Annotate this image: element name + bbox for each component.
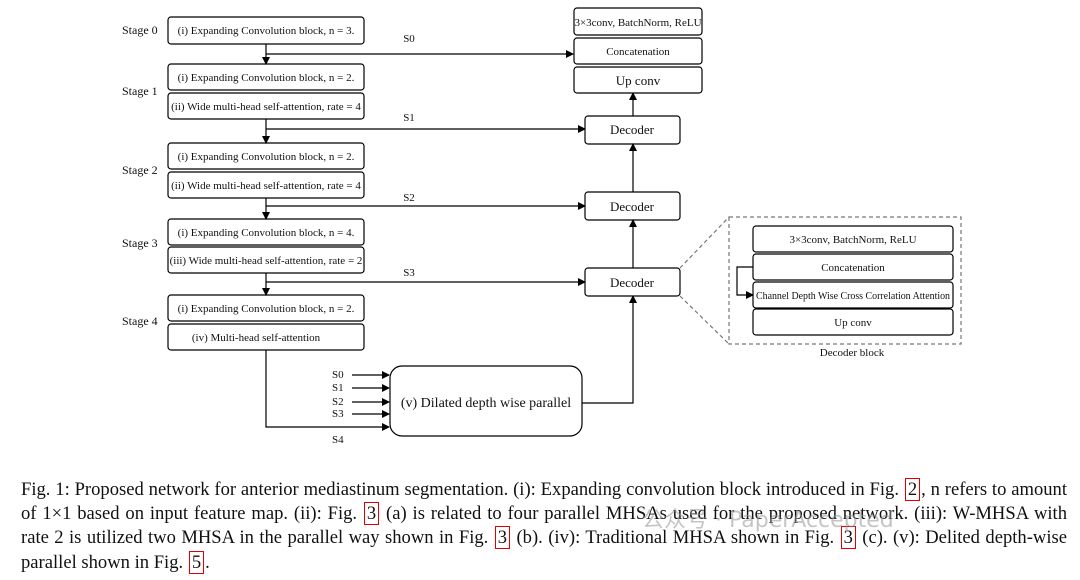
skip-s1-label: S1 <box>403 112 415 124</box>
head-concat-block: Concatenation <box>573 37 703 65</box>
stage-2-attn-block: (ii) Wide multi-head self-attention, rat… <box>167 171 365 199</box>
head-upconv-text: Up conv <box>616 73 661 88</box>
stage-1-attn-block: (ii) Wide multi-head self-attention, rat… <box>167 92 365 120</box>
decoder-1-text: Decoder <box>610 122 655 137</box>
stage-2-conv-text: (i) Expanding Convolution block, n = 2. <box>178 151 355 163</box>
figure-ref-link[interactable]: 3 <box>363 502 380 526</box>
caption-text-6: . <box>205 551 210 573</box>
stage-3-conv-text: (i) Expanding Convolution block, n = 4. <box>178 227 355 239</box>
caption-text-3: (a) is related to four parallel MHSAs us… <box>21 503 1068 549</box>
stage-3-label: Stage 3 <box>122 236 158 250</box>
decoder-detail-upconv: Up conv <box>752 308 954 336</box>
network-diagram: Stage 0 Stage 1 Stage 2 Stage 3 Stage 4 … <box>122 7 962 446</box>
stage-4-attn-text: (iv) Multi-head self-attention <box>192 332 321 344</box>
dilated-input-s0-label: S0 <box>332 369 344 381</box>
decoder-detail-attention-text: Channel Depth Wise Cross Correlation Att… <box>756 290 950 302</box>
stage-4-label: Stage 4 <box>122 314 158 328</box>
head-concat-text: Concatenation <box>606 46 670 58</box>
decoder-2: Decoder <box>584 191 681 221</box>
skip-s0-label: S0 <box>403 33 415 45</box>
caption-text-2: , n refers to amount of 1×1 based on inp… <box>21 479 1067 525</box>
stage-1-label: Stage 1 <box>122 84 158 98</box>
dilated-block-text: (v) Dilated depth wise parallel <box>401 396 571 411</box>
decoder-detail-attention: Channel Depth Wise Cross Correlation Att… <box>752 281 954 309</box>
head-upconv-block: Up conv <box>573 66 703 94</box>
stage-1-conv-text: (i) Expanding Convolution block, n = 2. <box>178 72 355 84</box>
stage-1-conv-block: (i) Expanding Convolution block, n = 2. <box>167 63 365 91</box>
decoder-block-frame <box>728 216 962 345</box>
decoder-1: Decoder <box>584 115 681 145</box>
figure-ref-link[interactable]: 5 <box>188 550 205 574</box>
stage-1-attn-text: (ii) Wide multi-head self-attention, rat… <box>171 101 361 113</box>
stage-0-conv-text: (i) Expanding Convolution block, n = 3. <box>178 25 355 37</box>
decoder-3: Decoder <box>584 267 681 297</box>
caption-text-4: (b). (iv): Traditional MHSA shown in Fig… <box>511 527 840 549</box>
dilated-input-s1-label: S1 <box>332 382 344 394</box>
zoom-line-top <box>679 216 730 269</box>
s4-path <box>265 350 390 431</box>
decoder-detail-concat: Concatenation <box>752 253 954 281</box>
stage-2-label: Stage 2 <box>122 163 158 177</box>
dilated-input-s3-label: S3 <box>332 408 344 420</box>
decoder-detail-conv-text: 3×3conv, BatchNorm, ReLU <box>789 234 916 246</box>
decoder-detail-upconv-text: Up conv <box>834 317 872 329</box>
caption-text-5: (c). (v): Delited depth-wise parallel sh… <box>21 527 1067 573</box>
decoder-detail-conv: 3×3conv, BatchNorm, ReLU <box>752 225 954 253</box>
figure-ref-link[interactable]: 2 <box>904 478 921 501</box>
caption-text-1: Fig. 1: Proposed network for anterior me… <box>21 479 904 500</box>
skip-s3-label: S3 <box>403 267 415 279</box>
dilated-block: (v) Dilated depth wise parallel <box>389 365 583 437</box>
stage-3-attn-block: (iii) Wide multi-head self-attention, ra… <box>167 246 365 274</box>
figure-ref-link[interactable]: 3 <box>840 526 856 550</box>
figure-caption: Fig. 1: Proposed network for anterior me… <box>21 478 1067 575</box>
decoder-detail-concat-text: Concatenation <box>821 262 885 274</box>
dilated-input-s2-label: S2 <box>332 396 344 408</box>
stage-4-attn-block: (iv) Multi-head self-attention <box>167 323 365 351</box>
head-conv-text: 3×3conv, BatchNorm, ReLU <box>574 17 701 29</box>
decoder-2-text: Decoder <box>610 199 655 214</box>
zoom-line-bottom <box>679 295 730 345</box>
stage-2-conv-block: (i) Expanding Convolution block, n = 2. <box>167 142 365 170</box>
decoder-detail-bracket <box>736 266 754 299</box>
decoder-3-text: Decoder <box>610 275 655 290</box>
stage-2-attn-text: (ii) Wide multi-head self-attention, rat… <box>171 180 361 192</box>
stage-4-conv-text: (i) Expanding Convolution block, n = 2. <box>178 303 355 315</box>
dilated-to-decoder-arrow <box>582 295 637 404</box>
stage-3-attn-text: (iii) Wide multi-head self-attention, ra… <box>170 255 363 267</box>
stage-4-conv-block: (i) Expanding Convolution block, n = 2. <box>167 294 365 322</box>
stage-0-conv-block: (i) Expanding Convolution block, n = 3. <box>167 16 365 45</box>
dilated-input-s4-label: S4 <box>332 434 344 446</box>
skip-s2-label: S2 <box>403 192 415 204</box>
figure-ref-link[interactable]: 3 <box>494 526 511 550</box>
stage-3-conv-block: (i) Expanding Convolution block, n = 4. <box>167 218 365 246</box>
decoder-block-title: Decoder block <box>820 347 885 359</box>
dilated-inputs: S0 S1 S2 S3 S4 <box>332 369 390 446</box>
head-conv-block: 3×3conv, BatchNorm, ReLU <box>573 7 703 36</box>
stage-0-label: Stage 0 <box>122 23 158 37</box>
